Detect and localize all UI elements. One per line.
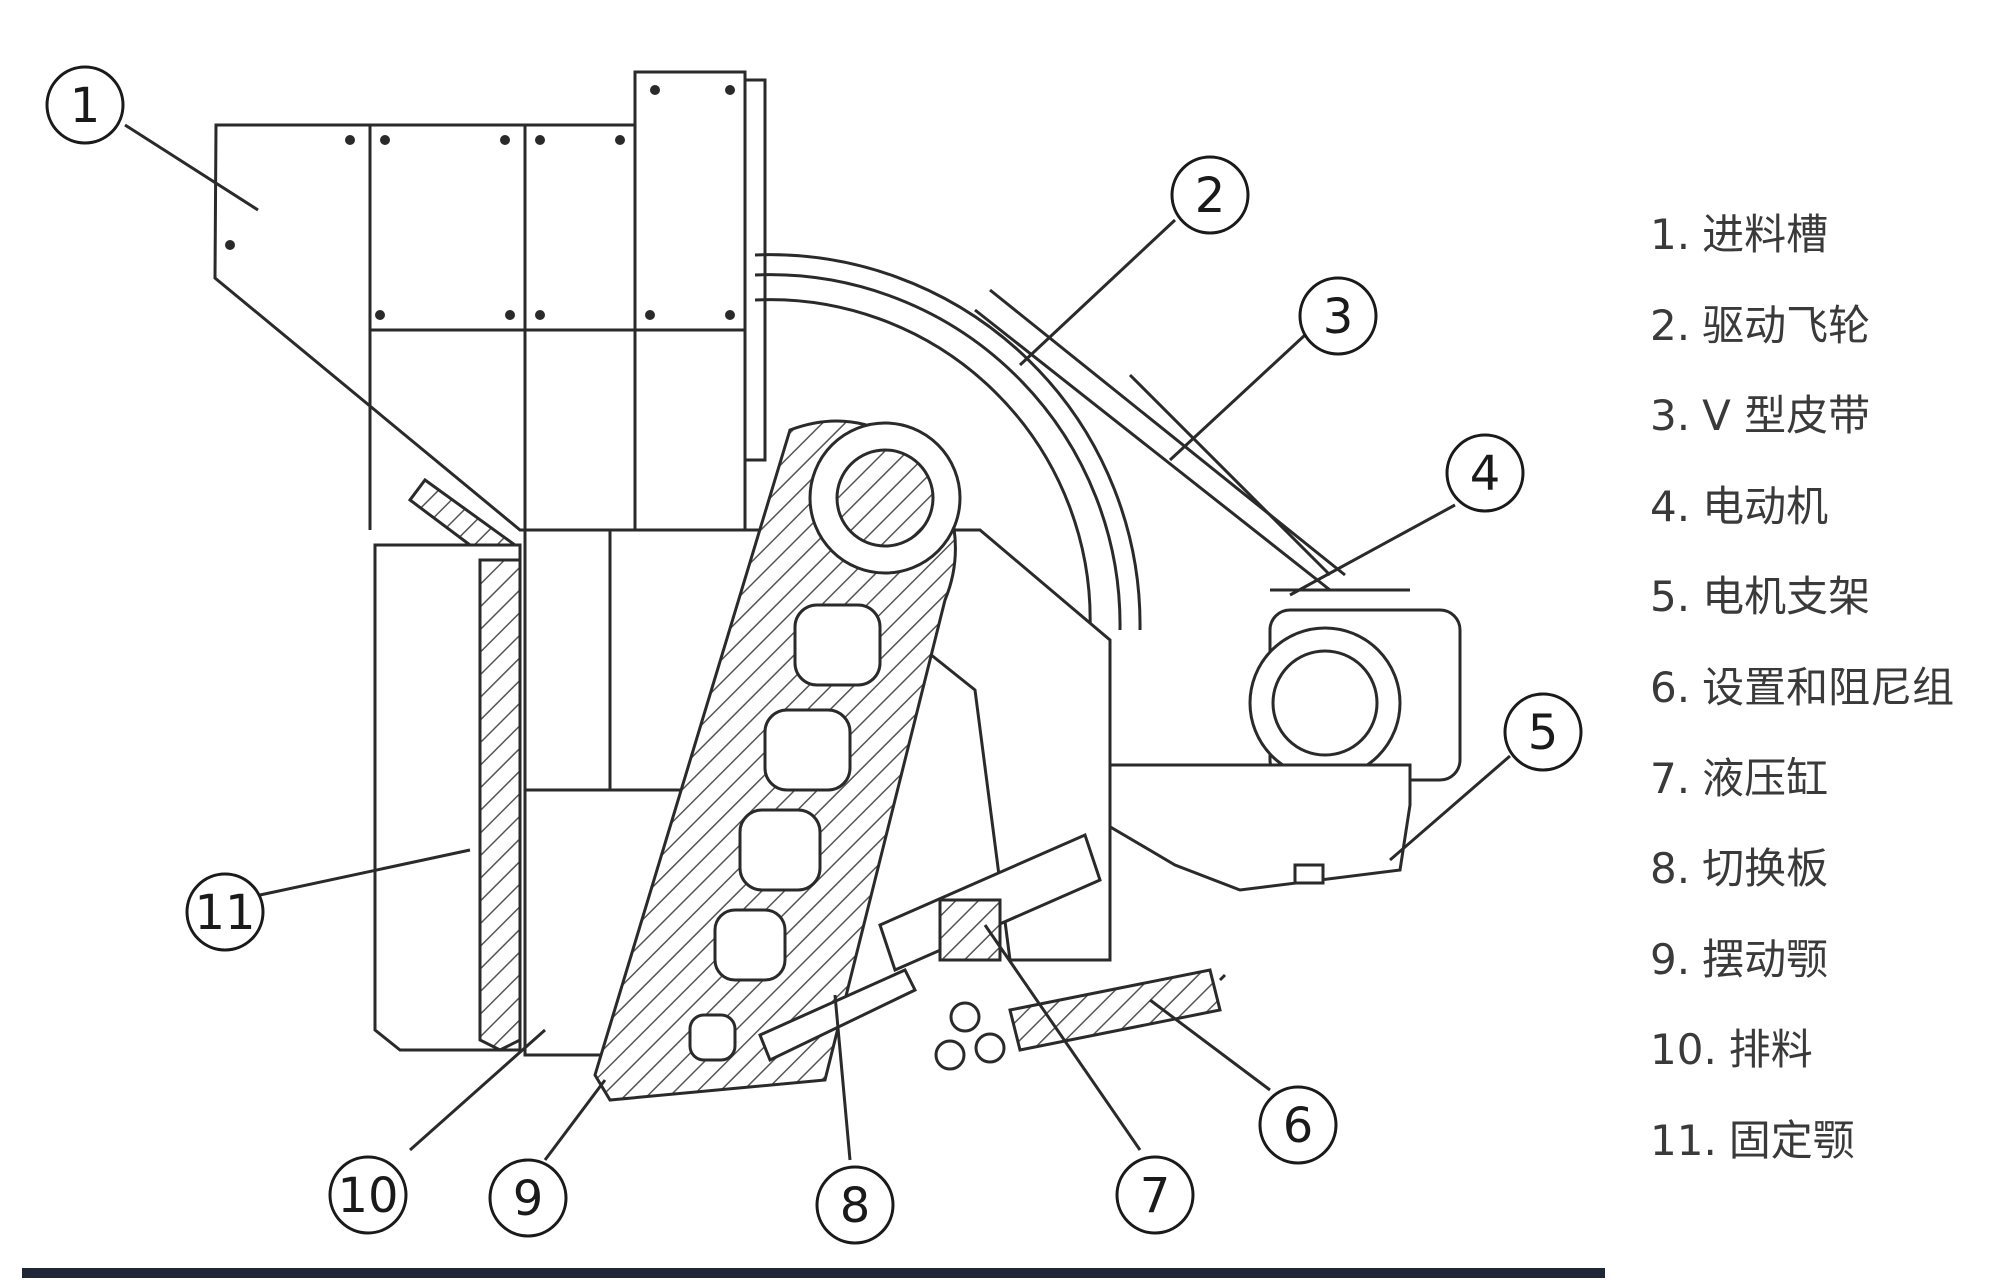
legend-item-number: 8. (1650, 844, 1691, 894)
legend-item-label: 电动机 (1702, 481, 1829, 531)
callout-9: 9 (488, 1158, 568, 1238)
legend-item-label: 排料 (1728, 1025, 1813, 1075)
legend-item-label: 驱动飞轮 (1702, 300, 1871, 350)
legend-item: 11.固定颚 (1650, 1114, 1990, 1205)
electric-motor (1248, 588, 1462, 782)
legend-item-label: 固定颚 (1728, 1115, 1855, 1165)
legend-item-label: 进料槽 (1702, 210, 1829, 259)
legend-item-number: 11. (1650, 1115, 1717, 1165)
callout-4-label: 4 (1470, 446, 1501, 502)
callout-2: 2 (1170, 155, 1250, 235)
legend-item-number: 5. (1650, 572, 1691, 622)
callout-7: 7 (1115, 1155, 1195, 1235)
callout-4: 4 (1445, 433, 1525, 513)
swing-jaw (593, 419, 962, 1102)
legend-item-label: 设置和阻尼组 (1702, 662, 1955, 712)
callout-9-label: 9 (513, 1171, 544, 1227)
callout-5-label: 5 (1528, 705, 1559, 761)
legend-item: 1.进料槽 (1650, 208, 1990, 299)
fixed-jaw (407, 477, 522, 1052)
bottom-divider-bar (22, 1268, 1605, 1278)
callout-10: 10 (328, 1155, 408, 1235)
legend-item-number: 2. (1650, 300, 1691, 350)
legend-item: 3.V 型皮带 (1650, 389, 1990, 480)
legend-item: 9.摆动颚 (1650, 933, 1990, 1024)
leader-lines (124, 123, 1511, 1161)
feed-hopper (213, 70, 767, 532)
callout-1-label: 1 (70, 78, 101, 134)
callout-5: 5 (1503, 692, 1583, 772)
callout-1: 1 (45, 65, 125, 145)
legend-item-label: V 型皮带 (1702, 391, 1871, 441)
legend-item: 2.驱动飞轮 (1650, 299, 1990, 390)
legend-item-label: 切换板 (1702, 844, 1829, 894)
callout-11: 11 (185, 872, 265, 952)
v-belt (974, 288, 1346, 592)
motor-bracket (1088, 763, 1412, 892)
callout-3-label: 3 (1323, 289, 1354, 345)
legend-item-number: 7. (1650, 753, 1691, 803)
legend-item: 4.电动机 (1650, 480, 1990, 571)
callout-6-label: 6 (1283, 1098, 1314, 1154)
callout-8: 8 (815, 1165, 895, 1245)
callout-3: 3 (1298, 276, 1378, 356)
parts-legend: 1.进料槽 2.驱动飞轮 3.V 型皮带 4.电动机 5.电机支架 6.设置和阻… (1650, 208, 1990, 1205)
legend-item-number: 10. (1650, 1025, 1717, 1075)
callout-10-label: 10 (337, 1168, 398, 1224)
callout-2-label: 2 (1195, 168, 1226, 224)
legend-item-label: 液压缸 (1702, 753, 1829, 803)
legend-item-number: 6. (1650, 662, 1691, 712)
legend-item: 5.电机支架 (1650, 570, 1990, 661)
legend-item: 6.设置和阻尼组 (1650, 661, 1990, 752)
legend-item-number: 9. (1650, 934, 1691, 984)
legend-item: 8.切换板 (1650, 842, 1990, 933)
drive-flywheel (754, 253, 1332, 631)
legend-item: 7.液压缸 (1650, 752, 1990, 843)
legend-item-number: 1. (1650, 210, 1691, 259)
legend-item-number: 3. (1650, 391, 1691, 441)
legend-item-label: 摆动颚 (1702, 934, 1829, 984)
legend-item: 10.排料 (1650, 1023, 1990, 1114)
setting-damping-group (934, 968, 1227, 1071)
legend-item-number: 4. (1650, 481, 1691, 531)
callout-8-label: 8 (840, 1178, 871, 1234)
legend-item-label: 电机支架 (1702, 572, 1871, 622)
callout-11-label: 11 (194, 885, 255, 941)
callout-7-label: 7 (1140, 1168, 1171, 1224)
callout-6: 6 (1258, 1085, 1338, 1165)
hopper-bolts (225, 85, 735, 320)
